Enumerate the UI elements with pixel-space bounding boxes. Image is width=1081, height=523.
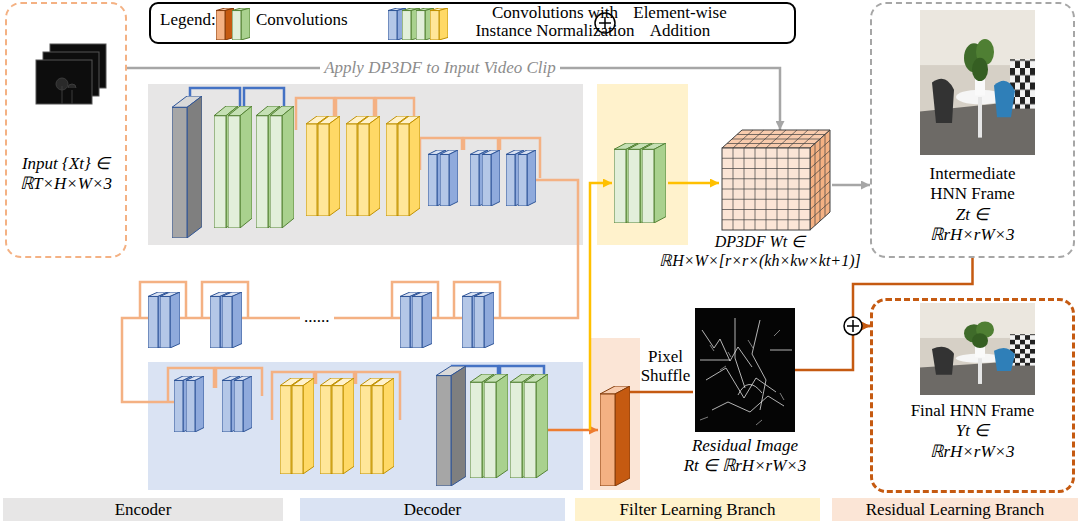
block-group	[148, 8, 666, 486]
skip-connection-line	[464, 138, 498, 150]
cube-front	[722, 148, 810, 230]
decoder-band	[148, 362, 583, 490]
encoder-band	[148, 84, 583, 245]
cube-grid	[788, 148, 789, 230]
final-photo	[920, 303, 1035, 395]
conv-block	[160, 292, 180, 348]
residual-photo	[695, 308, 795, 432]
node-text: DP3DF Wt ∈ ℝH×W×[r×r×(kh×kw×kt+1)]	[645, 232, 875, 270]
node-text: Input {Xt} ∈ ℝT×H×W×3	[10, 154, 122, 195]
conv-block	[518, 150, 536, 206]
input-clip-box: Input {Xt} ∈ ℝT×H×W×3	[5, 2, 127, 258]
cube-grid	[737, 134, 825, 135]
node-text: Intermediate HNN Frame	[913, 164, 1033, 205]
conv-block	[484, 374, 508, 478]
intermediate-frame-box: Intermediate HNN FrameZt ∈ ℝrH×rW×3	[870, 2, 1075, 258]
legend-text: Residual Learning Branch	[832, 498, 1078, 521]
skip-connection-line	[668, 182, 719, 185]
residual-image: Residual ImageRt ∈ ℝrH×rW×3	[695, 308, 795, 432]
conv-block	[482, 150, 500, 206]
text-label: Pixel Shuffle	[638, 348, 693, 385]
legend-text: Decoder	[300, 498, 565, 521]
text-label: Legend:	[160, 11, 216, 30]
edge-label: Apply DP3DF to Input Video Clip	[320, 58, 560, 78]
cube-grid	[825, 135, 826, 217]
addition-circle	[844, 317, 862, 335]
conv-block	[436, 366, 466, 486]
skip-connection-line	[630, 391, 693, 394]
conv-block	[232, 8, 250, 40]
conv-block	[222, 292, 242, 348]
cube-outline	[722, 130, 832, 230]
conv-block	[372, 378, 394, 474]
cube-grid	[815, 144, 816, 226]
node-text: Rt ∈ ℝrH×rW×3	[645, 456, 845, 476]
addition-cross	[847, 320, 859, 332]
cube-grid	[722, 189, 810, 190]
legend-text: Convolutions with Instance Normalization	[470, 4, 640, 40]
final-frame-box: Final HNN FrameYt ∈ ℝrH×rW×3	[870, 298, 1075, 493]
connector	[832, 184, 870, 187]
legend-text: Convolutions	[256, 11, 348, 29]
node-caption: DP3DF Wt ∈ ℝH×W×[r×r×(kh×kw×kt+1)]	[645, 232, 875, 270]
cube-grid	[722, 209, 810, 210]
cube-grid	[722, 199, 810, 200]
conv-block	[216, 8, 234, 40]
node-text: Yt ∈ ℝrH×rW×3	[923, 421, 1023, 462]
decoration-group	[122, 88, 719, 430]
legend-swatch: Filter Learning Branch	[575, 498, 820, 521]
conv-block	[440, 150, 458, 206]
intermediate-photo	[920, 10, 1035, 155]
residual-branch-band	[590, 338, 640, 490]
conv-block	[412, 292, 432, 348]
conv-block	[642, 143, 666, 223]
input-frame	[36, 60, 92, 104]
conv-block	[332, 378, 354, 474]
skip-connection-line	[376, 98, 414, 116]
input-tree-silhouette	[56, 78, 76, 104]
conv-block	[172, 96, 202, 238]
cube-side	[810, 130, 830, 230]
legend-text: Element-wise Addition	[624, 4, 736, 40]
residual-noise	[700, 330, 784, 425]
conv-block	[234, 376, 252, 432]
cube-grid	[799, 148, 800, 230]
node-text: Final HNN Frame	[911, 401, 1035, 421]
cube-grid	[777, 148, 778, 230]
dp3df-filter-cube: DP3DF Wt ∈ ℝH×W×[r×r×(kh×kw×kt+1)]	[722, 130, 832, 230]
legend-frame	[150, 3, 795, 43]
cube-grid	[722, 219, 810, 220]
filter-branch-band	[597, 84, 688, 245]
text-label: ......	[300, 308, 334, 327]
addition-symbol	[844, 317, 862, 335]
conv-block	[398, 116, 420, 216]
cube-grid	[727, 143, 815, 144]
node-text: Residual Image	[645, 436, 845, 456]
legend-text: Encoder	[3, 498, 283, 521]
conv-block	[524, 374, 548, 478]
legend-swatch: Encoder	[3, 498, 283, 521]
legend-swatch: Residual Learning Branch	[832, 498, 1078, 521]
conv-block	[292, 378, 314, 474]
conv-block	[228, 106, 252, 228]
conv-block	[358, 116, 380, 216]
node-caption: Residual ImageRt ∈ ℝrH×rW×3	[645, 436, 845, 477]
cube-grid	[732, 139, 820, 140]
conv-block	[430, 8, 448, 40]
conv-block	[318, 116, 340, 216]
skip-connection-line	[244, 88, 284, 106]
conv-block	[600, 386, 630, 486]
legend-swatch: Decoder	[300, 498, 565, 521]
conv-block	[270, 106, 294, 228]
skip-connection-line	[336, 98, 374, 116]
node-text: Zt ∈ ℝrH×rW×3	[923, 205, 1023, 246]
conv-block	[186, 376, 204, 432]
conv-block	[474, 292, 494, 348]
cube-grid	[820, 139, 821, 221]
legend-text: Filter Learning Branch	[575, 498, 820, 521]
